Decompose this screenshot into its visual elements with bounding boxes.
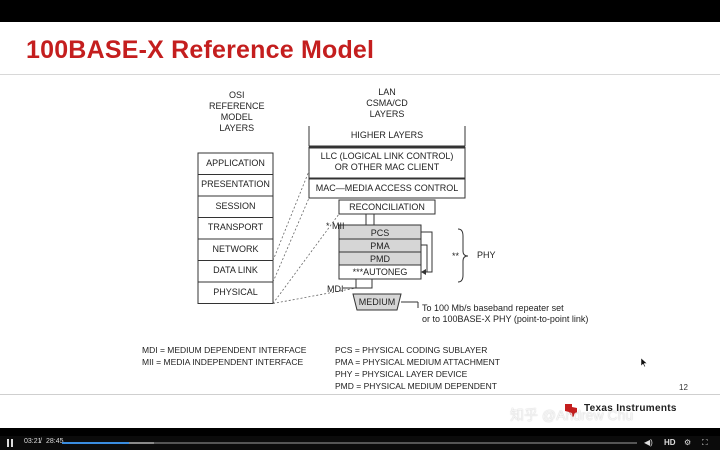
medium-label: MEDIUM — [358, 297, 396, 307]
pma-label: PMA — [370, 241, 390, 251]
mii-label: * MII — [326, 221, 345, 231]
mac-label: MAC—MEDIA ACCESS CONTROL — [315, 183, 459, 193]
footer-divider — [0, 394, 720, 395]
autoneg-label: ***AUTONEG — [352, 267, 408, 277]
legend-left: MDI = MEDIUM DEPENDENT INTERFACE MII = M… — [142, 344, 306, 368]
osi-heading-line: LAYERS — [219, 123, 255, 133]
ti-state-icon — [565, 404, 577, 417]
lan-heading: LAN CSMA/CD LAYERS — [357, 87, 417, 120]
osi-layer-presentation: PRESENTATION — [201, 179, 270, 189]
lan-heading-line: CSMA/CD — [366, 98, 408, 108]
medium-note-line: or to 100BASE-X PHY (point-to-point link… — [422, 314, 589, 324]
osi-layer-data-link: DATA LINK — [213, 265, 258, 275]
volume-icon[interactable]: ◀) — [644, 438, 653, 447]
llc-line: OR OTHER MAC CLIENT — [334, 162, 440, 172]
lan-heading-line: LAN — [378, 87, 396, 97]
legend-item: PHY = PHYSICAL LAYER DEVICE — [335, 369, 468, 379]
texas-instruments-logo: Texas Instruments — [562, 402, 692, 418]
legend-item: PCS = PHYSICAL CODING SUBLAYER — [335, 345, 488, 355]
progress-played — [62, 442, 129, 444]
double-star-label: ** — [452, 251, 460, 261]
legend-right: PCS = PHYSICAL CODING SUBLAYER PMA = PHY… — [335, 344, 500, 392]
medium-note: To 100 Mb/s baseband repeater set or to … — [422, 303, 588, 325]
current-time: 03:21 — [24, 438, 42, 445]
video-player-bar: 03:21 / 28:45 ◀) HD ⚙ ⛶ — [0, 436, 720, 450]
osi-layer-transport: TRANSPORT — [207, 222, 264, 232]
pause-icon[interactable] — [7, 439, 15, 447]
osi-layer-session: SESSION — [215, 201, 256, 211]
slide: 100BASE-X Reference Model — [0, 22, 720, 428]
llc-label: LLC (LOGICAL LINK CONTROL) OR OTHER MAC … — [309, 151, 465, 173]
time-separator: / — [40, 438, 42, 445]
medium-note-line: To 100 Mb/s baseband repeater set — [422, 303, 564, 313]
higher-layers-label: HIGHER LAYERS — [350, 130, 424, 140]
mouse-cursor-icon — [641, 358, 647, 367]
duration: 28:45 — [46, 438, 64, 445]
legend-item: PMA = PHYSICAL MEDIUM ATTACHMENT — [335, 357, 500, 367]
osi-heading-line: MODEL — [220, 112, 253, 122]
slide-title: 100BASE-X Reference Model — [26, 36, 375, 64]
reconciliation-label: RECONCILIATION — [349, 202, 425, 212]
watermark: 知乎 @Andrew Chu — [510, 407, 634, 423]
ti-logo-text: Texas Instruments — [584, 403, 677, 414]
pcs-label: PCS — [370, 228, 390, 238]
llc-line: LLC (LOGICAL LINK CONTROL) — [320, 151, 454, 161]
osi-layer-application: APPLICATION — [206, 158, 265, 168]
pmd-label: PMD — [370, 254, 390, 264]
reference-model-diagram — [197, 126, 469, 311]
osi-layer-network: NETWORK — [212, 244, 259, 254]
legend-item: MDI = MEDIUM DEPENDENT INTERFACE — [142, 345, 307, 355]
lan-heading-line: LAYERS — [369, 109, 405, 119]
fullscreen-icon[interactable]: ⛶ — [702, 438, 708, 447]
hd-quality-button[interactable]: HD — [664, 438, 676, 447]
slide-page-number: 12 — [679, 383, 688, 392]
osi-heading-line: OSI — [229, 90, 245, 100]
osi-heading-line: REFERENCE — [209, 101, 265, 111]
mdi-label: MDI — [327, 284, 344, 294]
phy-label: PHY — [477, 250, 496, 260]
legend-item: MII = MEDIA INDEPENDENT INTERFACE — [142, 357, 304, 367]
progress-bar[interactable] — [62, 442, 637, 444]
osi-heading: OSI REFERENCE MODEL LAYERS — [209, 90, 265, 134]
settings-icon[interactable]: ⚙ — [684, 438, 692, 447]
legend-item: PMD = PHYSICAL MEDIUM DEPENDENT — [335, 381, 497, 391]
osi-layer-physical: PHYSICAL — [213, 287, 258, 297]
title-divider — [0, 74, 720, 75]
